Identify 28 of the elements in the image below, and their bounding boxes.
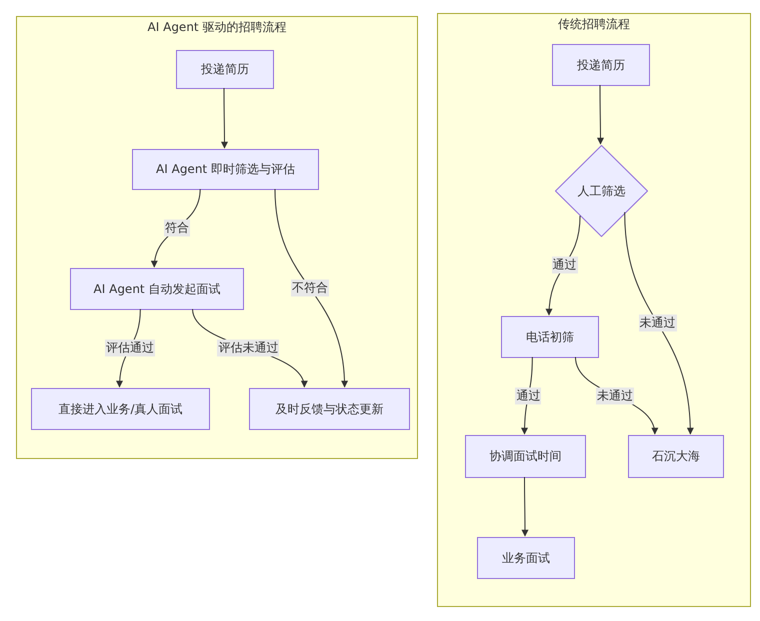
process-box: 投递简历 — [552, 44, 650, 86]
process-box: 石沉大海 — [628, 435, 724, 478]
edge-label: 评估通过 — [104, 340, 155, 356]
edge-label: 未通过 — [638, 314, 677, 332]
process-box: AI Agent 自动发起面试 — [70, 268, 244, 310]
process-box: AI Agent 即时筛选与评估 — [132, 149, 319, 190]
group-title: AI Agent 驱动的招聘流程 — [146, 19, 288, 36]
process-box: 及时反馈与状态更新 — [249, 388, 410, 430]
process-box: 协调面试时间 — [465, 435, 586, 478]
arrow — [597, 84, 604, 145]
arrow — [624, 212, 694, 435]
process-box: 直接进入业务/真人面试 — [31, 388, 210, 430]
process-box: 投递简历 — [176, 50, 274, 89]
group-panel — [16, 16, 418, 459]
process-box: 电话初筛 — [501, 316, 599, 358]
diamond-label: 人工筛选 — [578, 182, 626, 200]
arrow — [274, 188, 348, 388]
arrow — [522, 476, 528, 537]
arrow — [221, 88, 228, 149]
group-panel — [437, 13, 751, 607]
edge-label: 通过 — [515, 387, 542, 404]
edge-label: 通过 — [552, 256, 578, 274]
edge-label: 评估未通过 — [217, 340, 280, 356]
edge-label: 未通过 — [596, 387, 634, 404]
edge-label: 不符合 — [290, 280, 329, 296]
group-title: 传统招聘流程 — [557, 16, 631, 33]
edge-label: 符合 — [164, 220, 190, 236]
process-box: 业务面试 — [477, 537, 575, 579]
